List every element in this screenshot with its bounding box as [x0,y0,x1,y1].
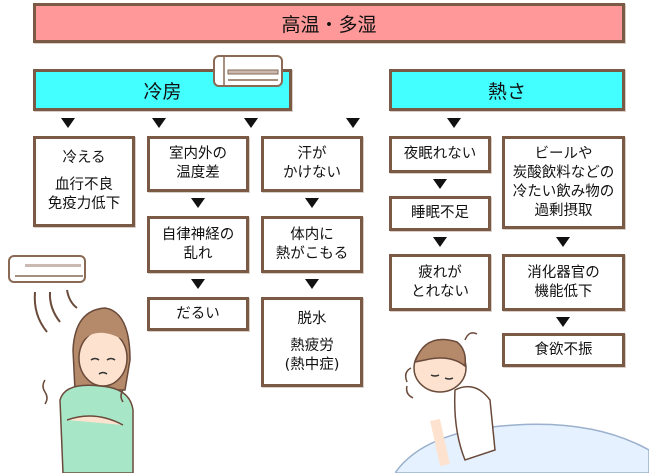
box-text: 機能低下 [534,283,593,300]
box-text: とれない [411,283,469,300]
box-text: 冷たい飲み物の [512,183,615,200]
box-text: 熱がこもる [275,245,349,262]
box-sleepless: 夜眠れない [389,136,491,173]
box-text: 温度差 [176,165,220,181]
arrow-down-icon [191,279,205,289]
box-heat-retention: 体内に 熱がこもる [261,216,363,273]
tired-man-illustration [395,332,649,473]
box-text: ビールや [534,145,593,162]
title-banner: 高温・多湿 [33,3,625,43]
box-cold: 冷える 血行不良 免疫力低下 [33,136,135,227]
arrow-down-icon [305,279,319,289]
box-autonomic-disorder: 自律神経の 乱れ [147,216,249,273]
arrow-down-icon [152,118,166,128]
arrow-down-icon [244,118,258,128]
box-text: 睡眠不足 [411,205,469,221]
box-text: 自律神経の [161,226,235,243]
arrow-down-icon [191,198,205,208]
box-cold-drinks: ビールや 炭酸飲料などの 冷たい飲み物の 過剰摂取 [502,136,625,229]
box-text: だるい [176,305,220,322]
box-text: 過剰摂取 [534,202,593,219]
title-text: 高温・多湿 [281,13,377,36]
box-digestive-decline: 消化器官の 機能低下 [502,254,625,311]
arrow-down-icon [433,179,447,189]
arrow-down-icon [447,118,461,128]
box-text: 体内に [290,226,334,243]
box-text: 冷える [62,150,106,166]
category-heat: 熱さ [389,69,625,111]
box-fatigue: だるい [147,297,249,331]
box-text: 夜眠れない [403,146,477,162]
box-text: 熱疲労 [290,337,334,354]
box-text: 炭酸飲料などの [512,164,615,181]
box-text: かけない [283,165,341,181]
box-text: (熱中症) [284,356,340,373]
box-text: 血行不良 [55,177,113,193]
box-temperature-difference: 室内外の 温度差 [147,136,249,192]
box-text: 食欲不振 [534,341,593,358]
arrow-down-icon [61,118,75,128]
category-cooling-label: 冷房 [143,80,182,103]
box-fatigue-persists: 疲れが とれない [389,254,491,311]
box-sleep-deprivation: 睡眠不足 [389,196,491,231]
cold-woman-illustration [8,255,134,473]
arrow-down-icon [305,198,319,208]
box-text: 脱水 [297,310,327,327]
air-conditioner-icon [213,55,283,87]
arrow-down-icon [433,237,447,247]
box-dehydration: 脱水 熱疲労 (熱中症) [261,297,363,387]
box-text: 免疫力低下 [47,196,121,212]
category-heat-label: 熱さ [487,80,526,103]
box-cannot-sweat: 汗が かけない [261,136,363,192]
box-text: 疲れが [418,264,462,281]
arrow-down-icon [556,237,570,247]
box-text: 乱れ [183,245,213,262]
box-text: 消化器官の [527,264,600,281]
box-text: 汗が [297,146,327,162]
box-text: 室内外の [169,146,227,162]
box-loss-of-appetite: 食欲不振 [502,333,625,367]
arrow-down-icon [346,118,360,128]
arrow-down-icon [556,317,570,327]
